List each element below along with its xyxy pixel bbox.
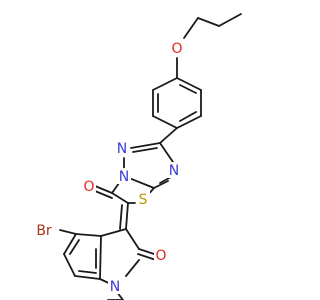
bromine-label: Br — [36, 223, 52, 239]
phenyl-ring — [152, 77, 202, 129]
molecule-canvas: O N N N S O Br O N — [32, 13, 242, 300]
lactam-oxygen-label: O — [155, 248, 166, 264]
sulfur-label: S — [139, 192, 148, 208]
keto-oxygen-label: O — [83, 179, 94, 195]
bromine-link — [59, 229, 77, 235]
propyl-chain — [183, 13, 242, 39]
aryl-link-bond — [159, 127, 178, 144]
exocyclic-double-bond — [119, 202, 129, 230]
ether-oxygen-label: O — [171, 41, 182, 57]
triazole-nitrogen-ring-label: N — [119, 169, 129, 185]
indole-benzene-ring — [63, 228, 127, 280]
lactam-ring — [99, 228, 161, 286]
triazole-nitrogen-left-label: N — [117, 141, 127, 157]
molecule-structure: O N N N S O Br O N — [32, 13, 242, 300]
triazole-nitrogen-right-label: N — [169, 163, 179, 179]
indole-nitrogen-label: N — [110, 279, 120, 295]
atom-labels: O N N N S O Br O N — [32, 40, 184, 295]
